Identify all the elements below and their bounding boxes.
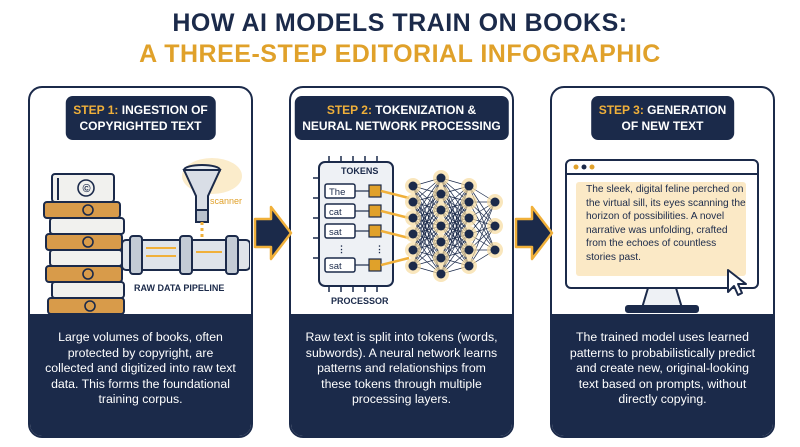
page-title: HOW AI MODELS TRAIN ON BOOKS: bbox=[172, 9, 628, 37]
step-2-description: Raw text is split into tokens (words, su… bbox=[291, 314, 512, 436]
processor-illustration: TOKENS The cat sat sat ⋮ ⋮ PROCESSOR bbox=[313, 156, 503, 306]
neural-network bbox=[412, 177, 496, 275]
network-node bbox=[408, 245, 418, 255]
network-node bbox=[490, 197, 500, 207]
network-node bbox=[436, 189, 446, 199]
network-edge bbox=[412, 225, 442, 267]
token-ellipsis-2: ⋮ bbox=[375, 244, 384, 254]
network-node bbox=[464, 213, 474, 223]
network-node bbox=[464, 197, 474, 207]
network-node bbox=[464, 181, 474, 191]
network-edge bbox=[440, 185, 470, 243]
token-list bbox=[324, 183, 356, 273]
network-node bbox=[436, 237, 446, 247]
token-3: sat bbox=[329, 227, 342, 238]
network-edge bbox=[440, 233, 470, 275]
step-3-description: The trained model uses learned patterns … bbox=[552, 314, 773, 436]
network-node bbox=[436, 221, 446, 231]
network-node bbox=[436, 253, 446, 263]
network-node bbox=[464, 245, 474, 255]
token-1: The bbox=[329, 187, 345, 198]
neural-network-nodes bbox=[405, 170, 503, 282]
token-ellipsis: ⋮ bbox=[337, 244, 346, 254]
monitor bbox=[565, 159, 759, 313]
network-edge bbox=[440, 217, 470, 275]
funnel-icon bbox=[182, 164, 222, 223]
network-node bbox=[408, 213, 418, 223]
network-node bbox=[490, 245, 500, 255]
network-edge bbox=[412, 209, 442, 267]
book-stack-illustration: © scanner RAW DATA PIPELINE bbox=[43, 158, 250, 315]
network-node bbox=[408, 181, 418, 191]
network-edge bbox=[440, 185, 470, 227]
network-node bbox=[408, 229, 418, 239]
page-subtitle: A THREE-STEP EDITORIAL INFOGRAPHIC bbox=[139, 40, 661, 68]
copyright-icon: © bbox=[83, 183, 91, 195]
tokens-label: TOKENS bbox=[341, 166, 378, 176]
arrow-right-icon bbox=[253, 205, 293, 261]
step-1-panel: STEP 1: INGESTION OF COPYRIGHTED TEXT bbox=[28, 86, 253, 438]
scanner-label: scanner bbox=[210, 196, 242, 206]
network-edge bbox=[412, 177, 442, 219]
token-4: sat bbox=[329, 261, 342, 272]
monitor-illustration bbox=[565, 159, 759, 313]
processor-label: PROCESSOR bbox=[331, 296, 389, 306]
step-1-description: Large volumes of books, often protected … bbox=[30, 314, 251, 436]
step-3-panel: STEP 3: GENERATION OF NEW TEXT The sleek… bbox=[550, 86, 775, 438]
network-node bbox=[436, 269, 446, 279]
network-node bbox=[408, 261, 418, 271]
step-2-title: STEP 2: TOKENIZATION & NEURAL NETWORK PR… bbox=[294, 96, 509, 140]
network-node bbox=[464, 261, 474, 271]
raw-data-pipeline bbox=[121, 235, 250, 275]
network-node bbox=[436, 205, 446, 215]
book-stack bbox=[43, 173, 125, 315]
pipeline-label: RAW DATA PIPELINE bbox=[134, 283, 224, 293]
network-node bbox=[408, 197, 418, 207]
network-node bbox=[490, 221, 500, 231]
step-2-panel: STEP 2: TOKENIZATION & NEURAL NETWORK PR… bbox=[289, 86, 514, 438]
cursor-icon bbox=[727, 269, 747, 296]
step-3-title: STEP 3: GENERATION OF NEW TEXT bbox=[590, 96, 735, 140]
arrow-right-icon bbox=[514, 205, 554, 261]
network-node bbox=[436, 173, 446, 183]
network-edge bbox=[412, 177, 442, 235]
generated-text: The sleek, digital feline perched on the… bbox=[586, 184, 746, 263]
token-2: cat bbox=[329, 207, 342, 218]
network-edge bbox=[468, 201, 496, 251]
network-node bbox=[464, 229, 474, 239]
step-1-title: STEP 1: INGESTION OF COPYRIGHTED TEXT bbox=[65, 96, 216, 140]
